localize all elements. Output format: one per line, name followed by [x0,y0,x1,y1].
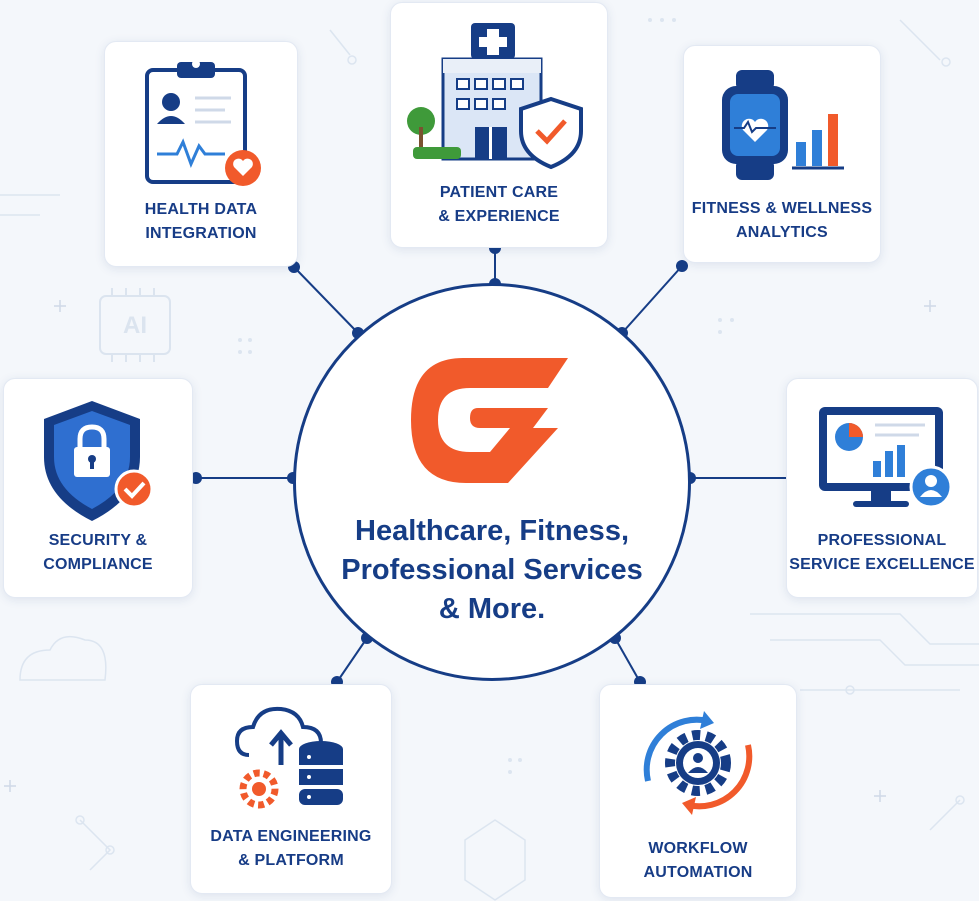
card-label: PATIENT CARE & EXPERIENCE [438,184,560,225]
card-label: WORKFLOW AUTOMATION [643,840,753,881]
smartwatch-chart-icon [722,70,844,180]
clipboard-heart-icon [145,60,261,186]
orange-c-logo [411,358,568,483]
card-label: HEALTH DATA INTEGRATION [144,201,258,242]
card-label: SECURITY & COMPLIANCE [43,532,153,573]
ai-chip-decoration: AI [99,288,171,362]
shield-lock-icon [44,401,154,521]
card-professional[interactable]: PROFESSIONAL SERVICE EXCELLENCE [786,378,978,598]
gear-cycle-icon [643,711,753,815]
card-workflow[interactable]: WORKFLOW AUTOMATION [599,684,797,898]
card-security[interactable]: SECURITY & COMPLIANCE [3,378,193,598]
card-fitness[interactable]: FITNESS & WELLNESS ANALYTICS [683,45,881,263]
card-label: PROFESSIONAL SERVICE EXCELLENCE [789,532,975,573]
cloud-database-icon [234,706,343,809]
card-health-data[interactable]: HEALTH DATA INTEGRATION [104,41,298,267]
card-label: FITNESS & WELLNESS ANALYTICS [691,200,873,241]
card-data-engineering[interactable]: DATA ENGINEERING & PLATFORM [190,684,392,894]
ai-chip-label: AI [123,312,147,339]
hospital-shield-icon [407,23,583,170]
center-hub: Healthcare, Fitness, Professional Servic… [293,283,691,681]
card-label: DATA ENGINEERING & PLATFORM [210,828,372,869]
card-patient-care[interactable]: PATIENT CARE & EXPERIENCE [390,2,608,248]
monitor-dashboard-icon [819,407,953,509]
center-title: Healthcare, Fitness, Professional Servic… [341,515,643,625]
